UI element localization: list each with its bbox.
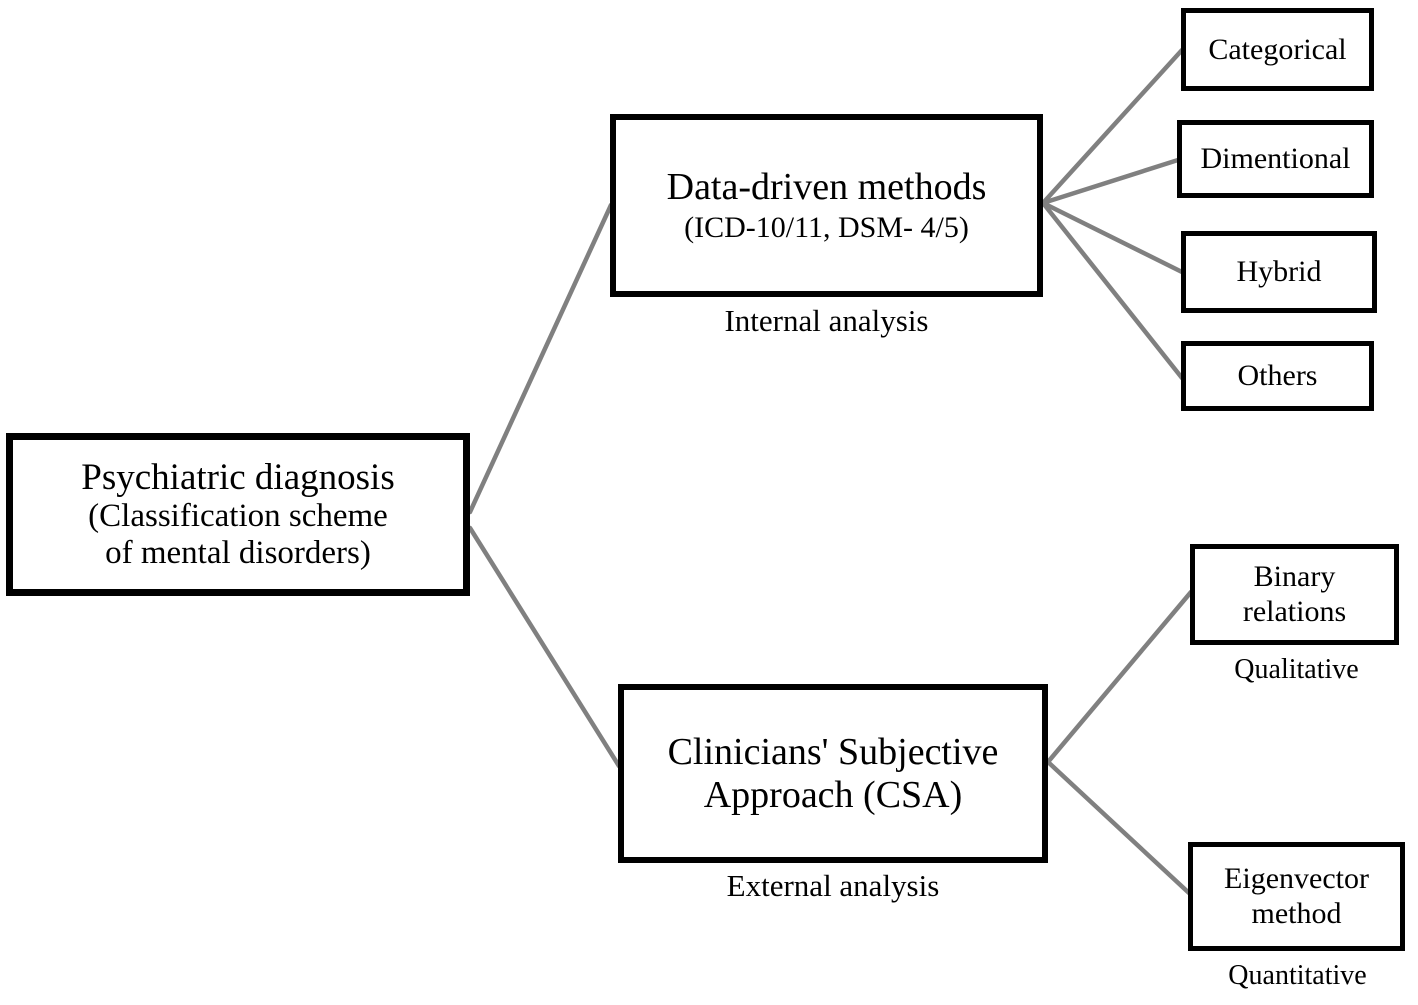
node-binary-relations[interactable]: Binary relations — [1190, 544, 1399, 645]
node-title: Data-driven methods — [666, 166, 987, 209]
connector-csa-to-eigenvector-method — [1045, 759, 1192, 896]
connector-root-to-data-driven — [467, 202, 614, 515]
node-data-driven-methods[interactable]: Data-driven methods (ICD-10/11, DSM- 4/5… — [610, 114, 1043, 297]
node-subtitle-line-1: (Classification scheme — [88, 498, 388, 535]
node-dimentional[interactable]: Dimentional — [1177, 120, 1374, 198]
node-categorical[interactable]: Categorical — [1181, 8, 1374, 91]
caption-quantitative: Quantitative — [1228, 960, 1367, 991]
node-title: Psychiatric diagnosis — [81, 456, 395, 498]
node-hybrid[interactable]: Hybrid — [1181, 231, 1377, 313]
caption-internal-analysis: Internal analysis — [724, 303, 929, 338]
connector-data-driven-to-dimentional — [1040, 157, 1181, 206]
node-label: Dimentional — [1200, 142, 1351, 176]
connector-data-driven-to-others — [1040, 200, 1185, 381]
caption-qualitative: Qualitative — [1234, 654, 1359, 685]
connector-csa-to-binary-relations — [1045, 589, 1194, 765]
node-label: Categorical — [1208, 32, 1347, 66]
node-others[interactable]: Others — [1181, 341, 1374, 411]
node-title: Clinicians' Subjective Approach (CSA) — [667, 730, 999, 816]
node-eigenvector-method[interactable]: Eigenvector method — [1188, 842, 1405, 951]
node-label: Others — [1237, 359, 1318, 393]
connector-data-driven-to-hybrid — [1040, 200, 1185, 275]
node-label: Eigenvector method — [1224, 862, 1369, 930]
connector-root-to-csa — [467, 525, 622, 769]
node-clinicians-subjective-approach[interactable]: Clinicians' Subjective Approach (CSA) — [618, 684, 1048, 863]
node-subtitle-line-2: of mental disorders) — [105, 535, 371, 572]
connector-data-driven-to-categorical — [1040, 47, 1185, 206]
node-psychiatric-diagnosis[interactable]: Psychiatric diagnosis (Classification sc… — [6, 433, 470, 596]
node-label: Hybrid — [1236, 255, 1322, 289]
node-subtitle: (ICD-10/11, DSM- 4/5) — [684, 210, 969, 244]
node-label: Binary relations — [1242, 560, 1347, 628]
caption-external-analysis: External analysis — [726, 868, 940, 903]
